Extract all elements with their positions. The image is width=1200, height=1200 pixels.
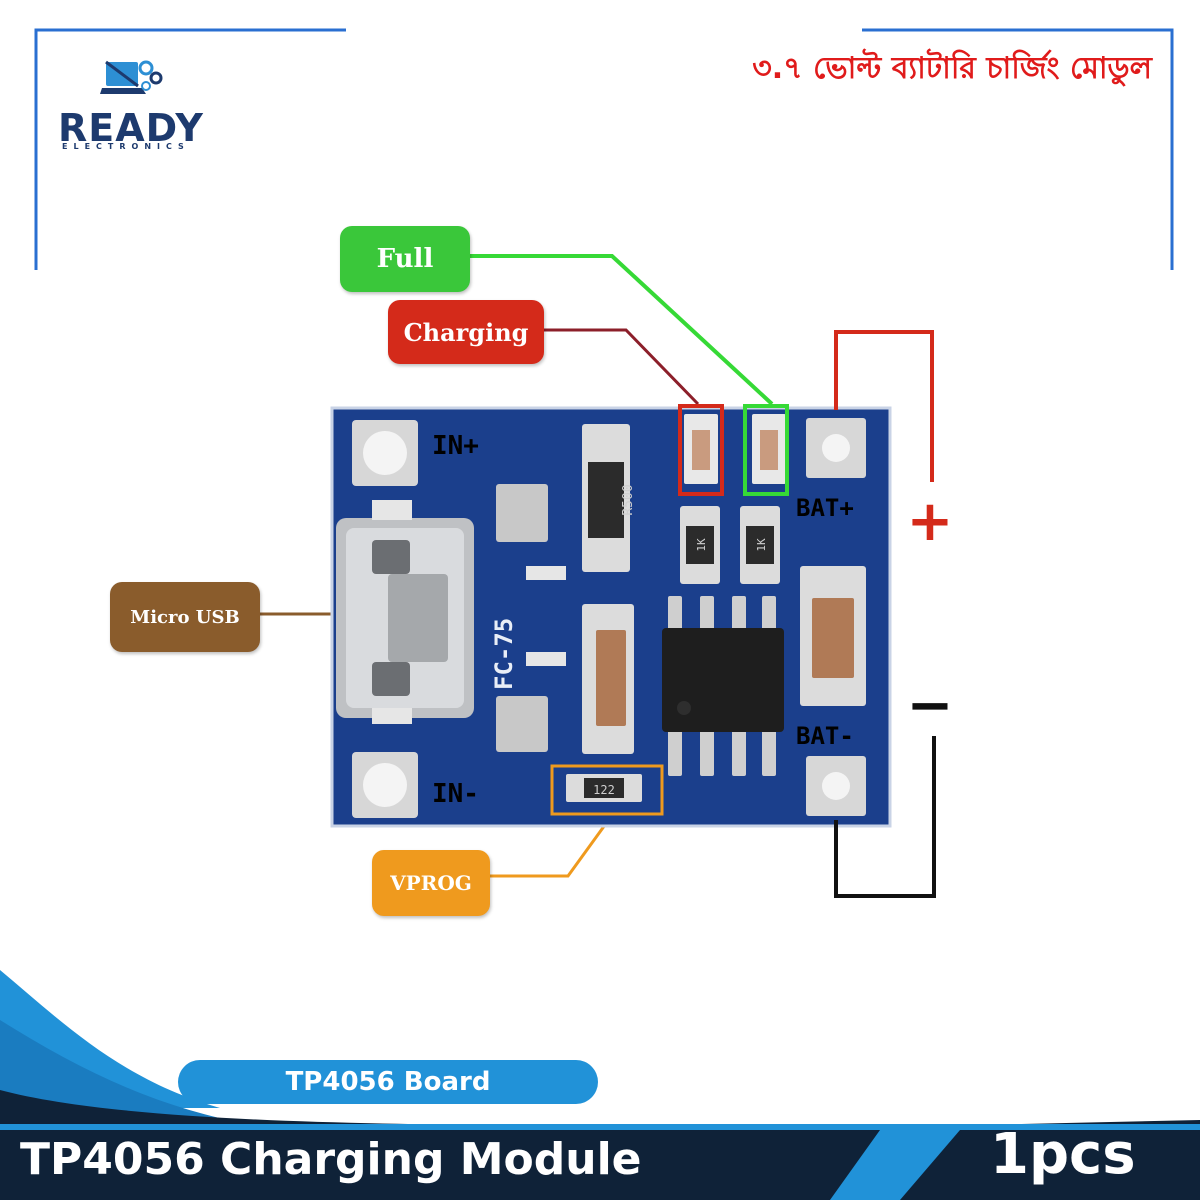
vprog-leader-line — [490, 817, 612, 878]
full-callout: Full — [340, 226, 470, 292]
vprog-highlight — [550, 764, 664, 816]
resistor-r500 — [588, 462, 624, 538]
minus-sign: − — [907, 673, 954, 738]
capacitor-right — [812, 598, 854, 678]
full-led-highlight — [743, 404, 789, 496]
logo-icon — [100, 60, 163, 94]
capacitor-left — [596, 630, 626, 726]
plus-sign: + — [907, 489, 954, 554]
resistor-vprog-label: 122 — [593, 783, 615, 797]
bat-plus-label: BAT+ — [796, 494, 854, 522]
resistor-vprog — [584, 778, 624, 798]
footer-background — [0, 970, 1200, 1200]
in-plus-label: IN+ — [432, 431, 479, 461]
charging-leader-line — [544, 328, 700, 406]
brand-name: READY — [58, 106, 204, 150]
in-minus-label: IN- — [432, 779, 479, 809]
charging-led-highlight — [678, 404, 724, 496]
quantity-label: 1pcs — [990, 1122, 1136, 1187]
micro-usb-callout: Micro USB — [110, 582, 260, 652]
resistor-1k-b — [746, 526, 774, 564]
bengali-title: ৩.৭ ভোল্ট ব্যাটারি চার্জিং মোডুল — [752, 51, 1152, 86]
resistor-r500-label: R500 — [621, 484, 636, 515]
resistor-1k-a — [686, 526, 714, 564]
connector-label: FC-75 — [490, 618, 518, 690]
battery-plus-wire — [834, 330, 934, 482]
battery-minus-wire — [834, 736, 936, 898]
resistor-1k-b-label: 1K — [755, 538, 768, 552]
frame-lines — [34, 28, 1174, 270]
board-label: TP4056 Board — [178, 1060, 598, 1104]
full-leader-line — [470, 254, 774, 406]
product-title: TP4056 Charging Module — [20, 1134, 642, 1185]
charging-callout: Charging — [388, 300, 544, 364]
vprog-callout: VPROG — [372, 850, 490, 916]
pcb-illustration: FC-75 R500 1K 1K — [260, 254, 954, 898]
bat-minus-label: BAT- — [796, 722, 854, 750]
brand-subtitle: ELECTRONICS — [62, 142, 190, 151]
tp4056-ic — [662, 628, 784, 732]
resistor-1k-a-label: 1K — [695, 538, 708, 552]
